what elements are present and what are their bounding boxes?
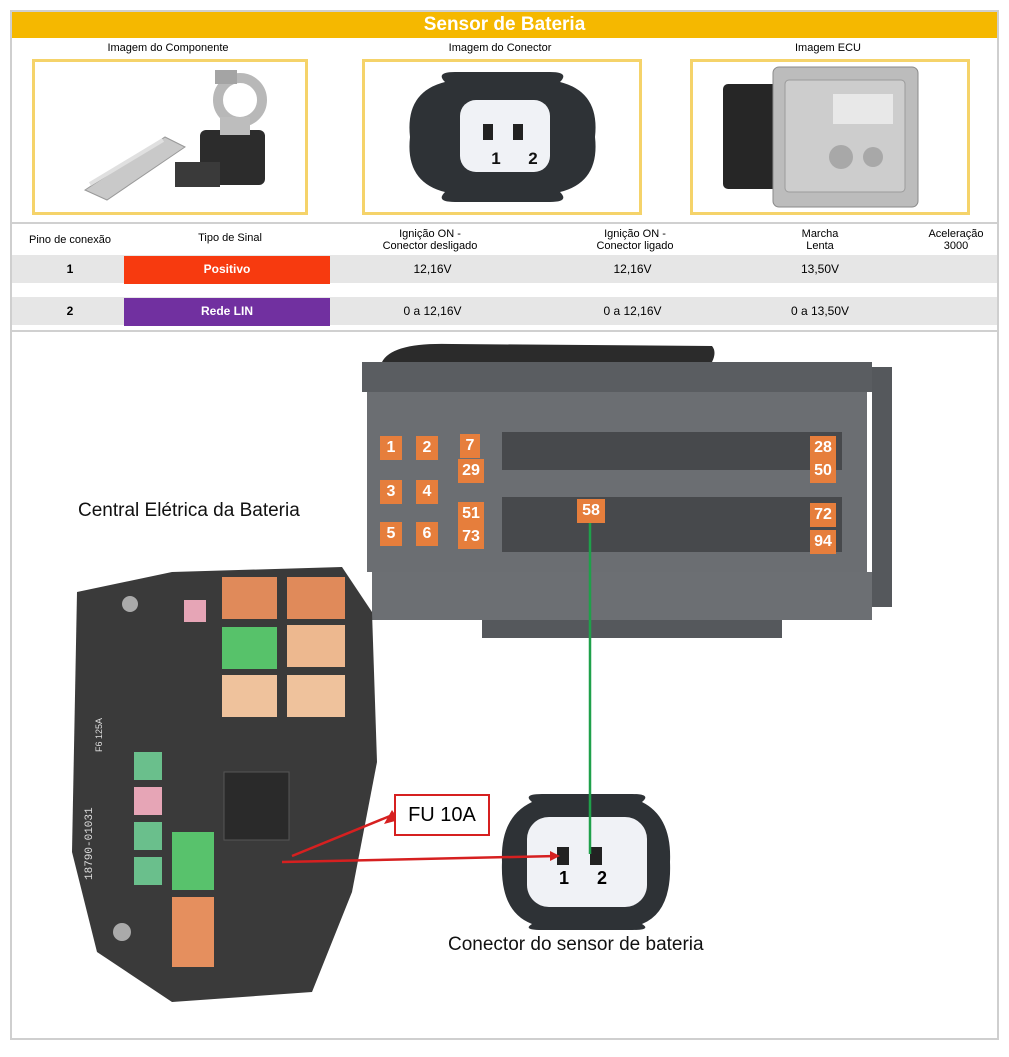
- ecu-pin-badge: 1: [380, 436, 402, 460]
- fusebox-part-number: 18790-01031: [84, 807, 96, 880]
- row-2-ign-on: 0 a 12,16V: [603, 304, 662, 318]
- ecu-pin-badge: 2: [416, 436, 438, 460]
- ecu-pin-badge: 7: [460, 434, 480, 458]
- ecu-pin-badge: 4: [416, 480, 438, 504]
- row-2-signal: Rede LIN: [124, 298, 330, 326]
- sensor-connector-pin-1: 1: [559, 868, 569, 888]
- connector-image-label: Imagem do Conector: [448, 42, 552, 54]
- ecu-pin-badge: 3: [380, 480, 402, 504]
- connector-pin-2-label: 2: [528, 149, 537, 168]
- ecu-pin-badge: 94: [810, 530, 836, 554]
- page-frame: [10, 10, 999, 1040]
- row-2-ign-off: 0 a 12,16V: [403, 304, 462, 318]
- ecu-pin-badge: 6: [416, 522, 438, 546]
- header-ign-off: Ignição ON -Conector desligado: [382, 228, 478, 252]
- row-1-ign-on: 12,16V: [613, 262, 652, 276]
- ecu-image-label: Imagem ECU: [794, 42, 862, 54]
- fuse-callout-arrow: [291, 814, 391, 858]
- fusebox-label: Central Elétrica da Bateria: [78, 500, 300, 521]
- ecu-pin-badge: 28: [810, 436, 836, 460]
- row-1-idle: 13,50V: [800, 262, 840, 276]
- header-ign-on: Ignição ON -Conector ligado: [596, 228, 674, 252]
- header-signal: Tipo de Sinal: [198, 232, 262, 244]
- fusebox-fuse-rating: F6 125A: [94, 718, 104, 752]
- page-title: Sensor de Bateria: [12, 12, 997, 38]
- row-1-pin: 1: [66, 262, 74, 276]
- connector-image: 1 2: [362, 59, 642, 215]
- ecu-pin-badge: 51: [458, 502, 484, 526]
- row-1-signal: Positivo: [124, 256, 330, 284]
- ecu-pin-badge: 29: [458, 459, 484, 483]
- row-2-pin: 2: [66, 304, 74, 318]
- ecu-pin-badge: 50: [810, 459, 836, 483]
- fuse-callout: FU 10A: [394, 794, 490, 836]
- component-image: [32, 59, 308, 215]
- ecu-pin-badge: 72: [810, 503, 836, 527]
- header-pin: Pino de conexão: [29, 234, 111, 246]
- ecu-pin-badge: 5: [380, 522, 402, 546]
- row-1-ign-off: 12,16V: [413, 262, 452, 276]
- ecu-image: [690, 59, 970, 215]
- sensor-connector-label: Conector do sensor de bateria: [448, 934, 704, 955]
- fuse-to-connector-wire: [281, 854, 558, 864]
- ecu-pin-badge: 73: [458, 525, 484, 549]
- row-2-idle: 0 a 13,50V: [790, 304, 850, 318]
- connector-pin-1-label: 1: [491, 149, 500, 168]
- wiring-diagram: 18790-01031 F6 125A 1 2 Central Elétrica…: [12, 332, 997, 1038]
- section-divider: [12, 330, 997, 332]
- ecu-pin-badge-58: 58: [577, 499, 605, 523]
- sensor-connector-pin-2: 2: [597, 868, 607, 888]
- section-divider: [12, 222, 997, 224]
- component-image-label: Imagem do Componente: [107, 42, 229, 54]
